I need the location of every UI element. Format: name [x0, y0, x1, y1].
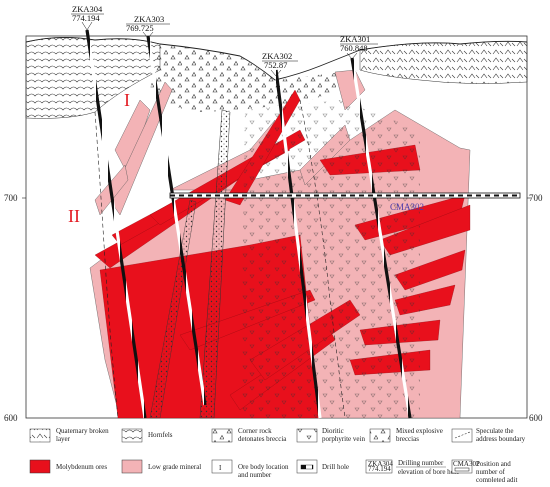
- elevation-left-700: 700: [4, 193, 18, 203]
- legend-drilling-number-symbol2: 774.194: [368, 465, 391, 473]
- drill-hole-lines: [85, 29, 412, 419]
- drill-hole-zka304: [85, 29, 147, 419]
- legend-adit-symbol: CMA302: [453, 460, 480, 468]
- legend-molybdenum-label: Molybdenum ores: [56, 463, 107, 471]
- speculated-boundaries: [94, 99, 346, 419]
- legend-dioritic-swatch: [296, 428, 318, 443]
- zka304-elevation: 774.194: [72, 13, 100, 23]
- legend-ore-body-symbol: I: [219, 464, 222, 472]
- legend-hornfels-label: Hornfels: [148, 431, 173, 439]
- drill-hole-zka301: [350, 57, 412, 419]
- legend-drill-hole-label: Drill hole: [322, 463, 349, 471]
- zka303-elevation: 769.725: [126, 23, 154, 33]
- legend-drilling-number-swatch: [365, 459, 393, 474]
- elevation-left-600: 600: [4, 413, 18, 423]
- zka302-number: ZKA302: [262, 51, 292, 61]
- mixed-explosive-breccia: [240, 100, 420, 418]
- adit-cma302: CMA302: [169, 192, 521, 212]
- adit-label: CMA302: [390, 202, 424, 212]
- dioritic-porphyrite-vein: [199, 109, 231, 419]
- drill-hole-zka303: [146, 35, 207, 406]
- zka303-number: ZKA303: [134, 14, 164, 24]
- legend-hornfels-swatch: [121, 428, 143, 443]
- ground-surface: [25, 36, 528, 81]
- country-rock-breccia-zone: [150, 44, 360, 112]
- drill-hole-labels: ZKA304 774.194 ZKA303 769.725 ZKA302 752…: [71, 4, 378, 77]
- legend-drilling-number-symbol: ZKA304: [368, 460, 393, 468]
- quaternary-zone: [359, 41, 528, 84]
- zka301-elevation: 760.848: [340, 43, 368, 53]
- legend-mixed-swatch: [369, 428, 391, 443]
- legend-low-grade-label: Low grade mineral: [148, 463, 201, 471]
- legend-country-rock-swatch: [211, 428, 233, 443]
- zka301-number: ZKA301: [340, 34, 370, 44]
- legend-drilling-number-label: Drilling number: [398, 459, 444, 467]
- legend-drilling-number-label2: elevation of bore hole: [398, 468, 459, 476]
- elevation-right-600: 600: [529, 413, 543, 423]
- legend-low-grade-swatch: [121, 459, 143, 474]
- legend-molybdenum-swatch: [29, 459, 51, 474]
- legend-ore-body-swatch: [211, 459, 233, 474]
- ore-body-label-2: II: [68, 206, 80, 226]
- dioritic-porphyrite-vein-2: [149, 199, 197, 419]
- zka302-elevation: 752.87: [264, 60, 287, 70]
- ore-body-label-1: I: [124, 90, 130, 110]
- elevation-right-700: 700: [529, 193, 543, 203]
- zka304-number: ZKA304: [72, 4, 103, 14]
- drill-hole-zka302: [274, 69, 322, 419]
- legend-quaternary-swatch: [29, 428, 51, 443]
